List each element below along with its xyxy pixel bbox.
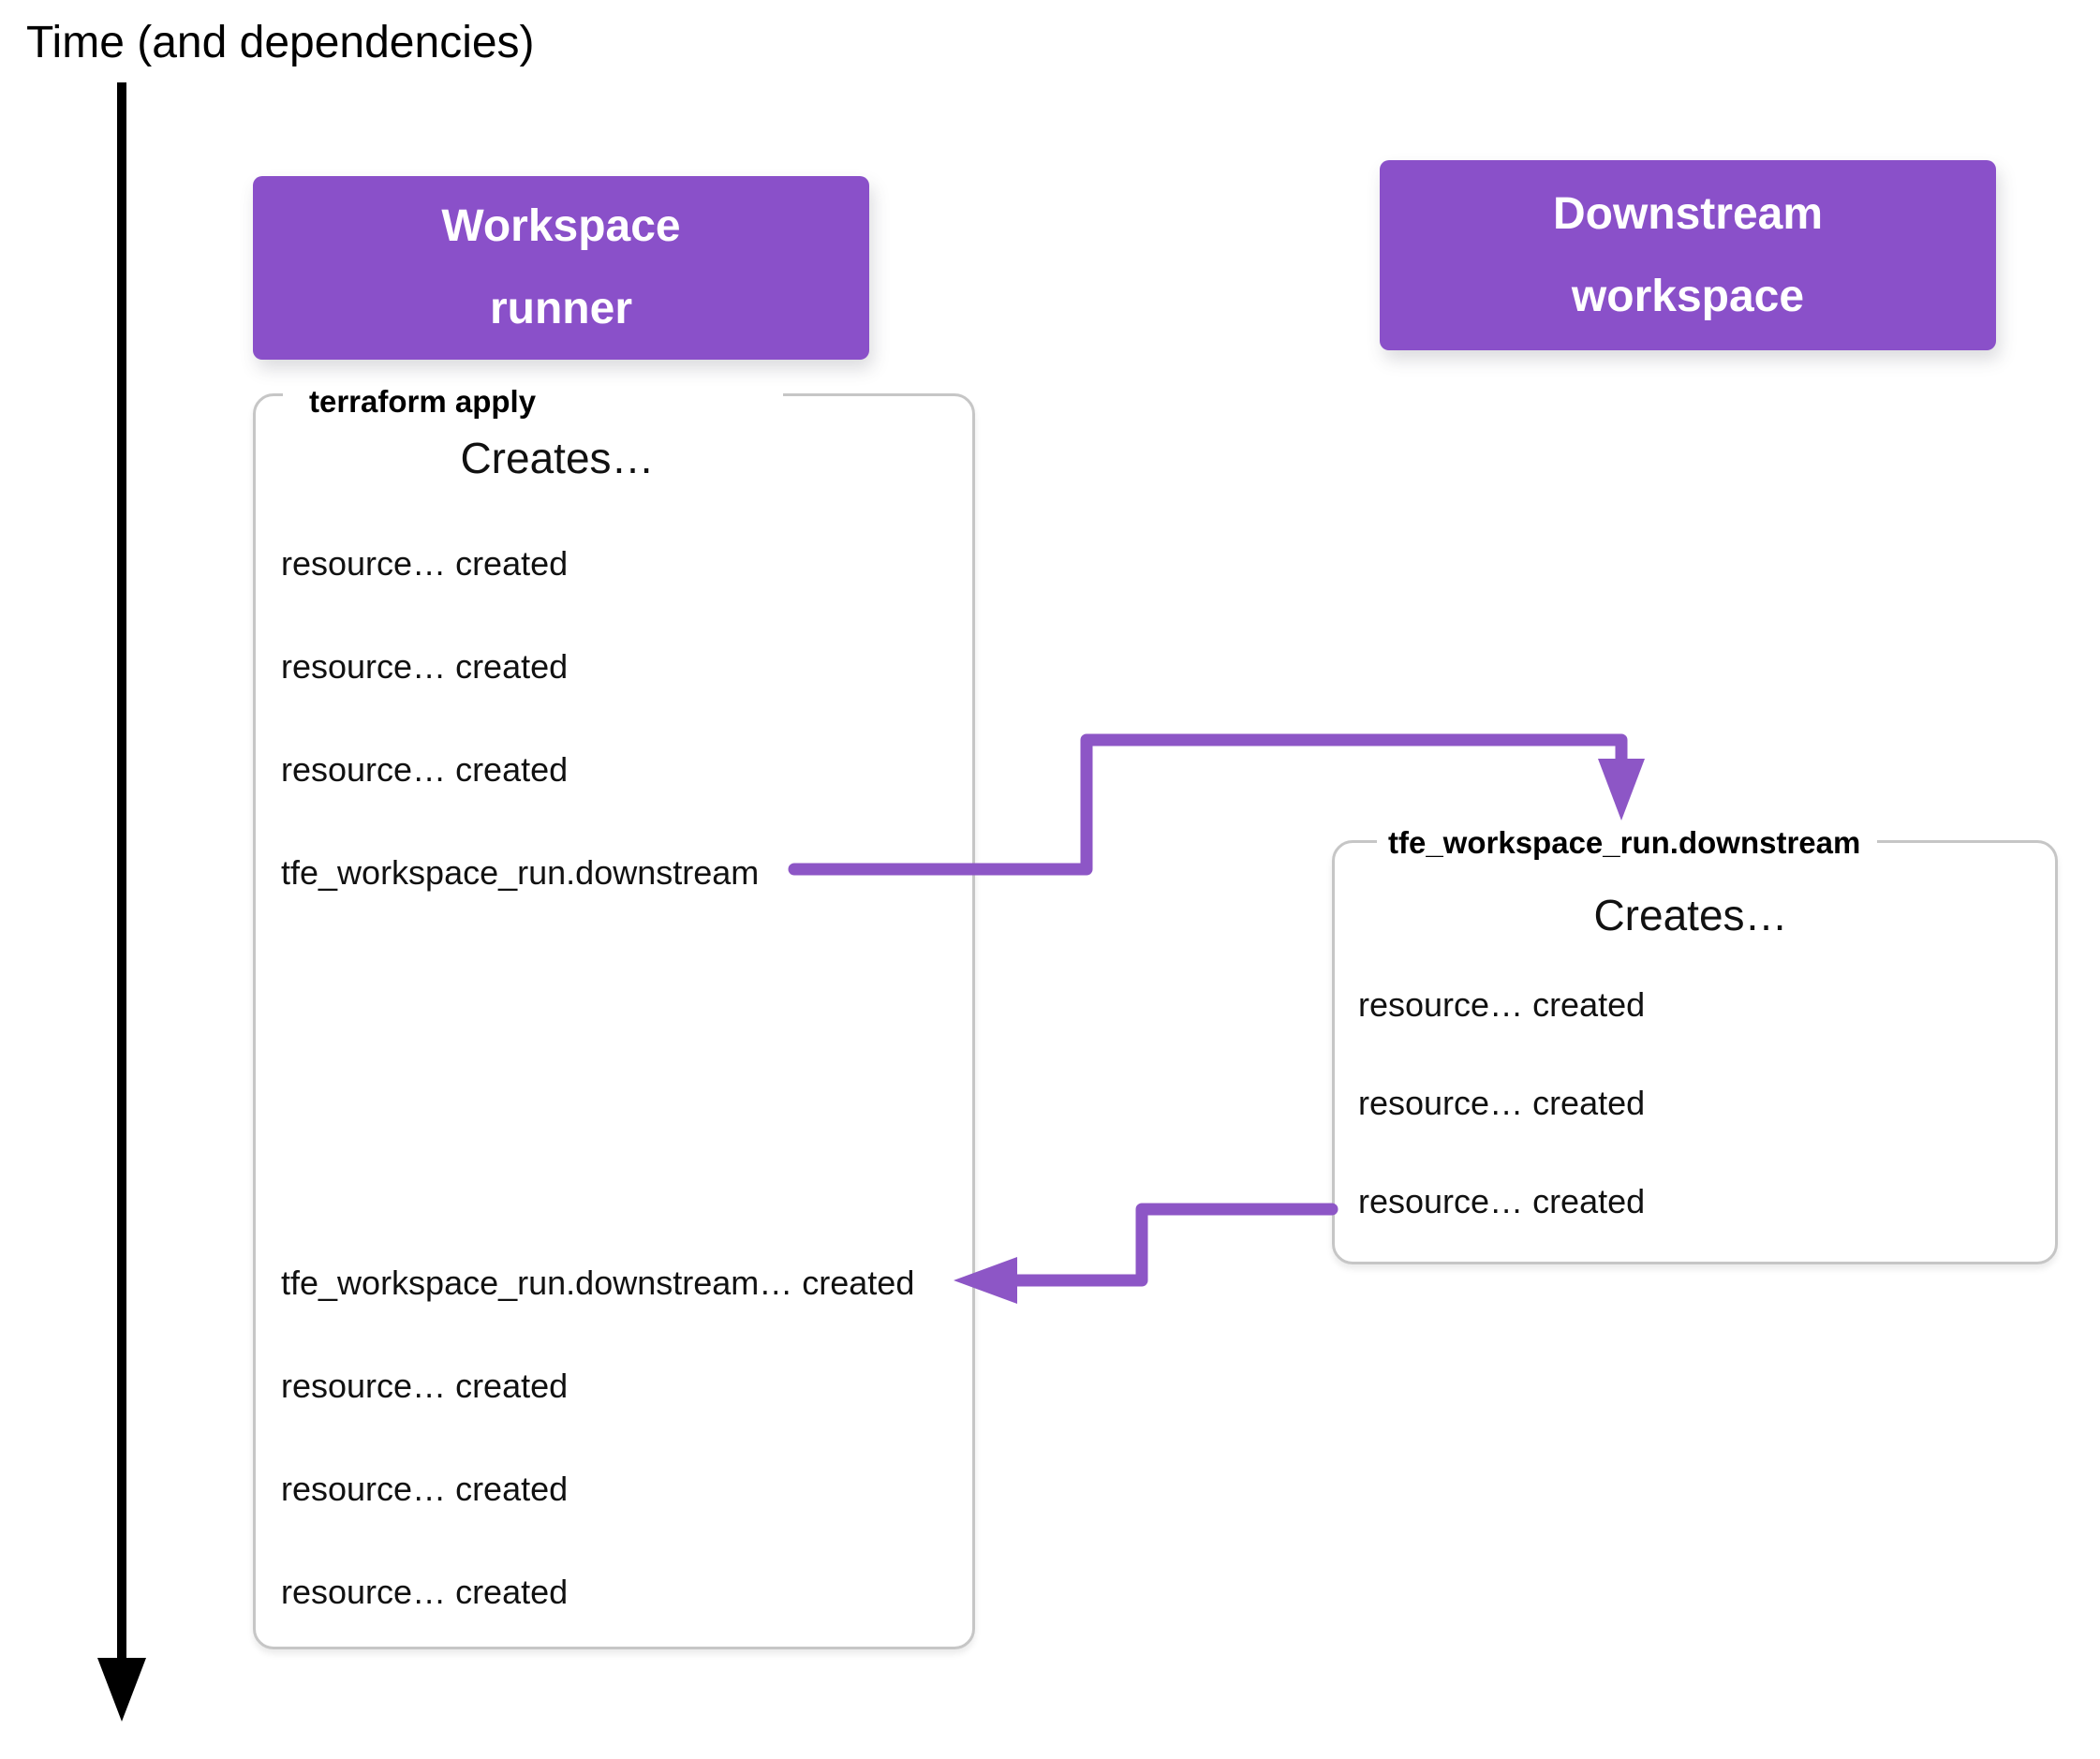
downstream-creates-heading: Creates…: [1593, 891, 1788, 939]
run-trigger-arrowhead-icon: [1598, 759, 1645, 820]
runner-row: resource… created: [281, 647, 569, 686]
downstream-row: resource… created: [1358, 1084, 1646, 1122]
runner-panel-border-gap: [283, 386, 783, 405]
workspace-runner-line1: Workspace: [441, 201, 681, 251]
downstream-workspace-line1: Downstream: [1552, 188, 1824, 239]
downstream-row: resource… created: [1358, 1182, 1646, 1220]
downstream-run-label: tfe_workspace_run.downstream: [1388, 825, 1861, 860]
runner-row: resource… created: [281, 1573, 569, 1611]
page-title: Time (and dependencies): [26, 18, 535, 67]
completion-arrow: [1010, 1203, 1338, 1287]
runner-row: resource… created: [281, 1470, 569, 1508]
runner-row: resource… created: [281, 544, 569, 583]
downstream-workspace-box: Downstream workspace: [1380, 160, 1996, 350]
timeline-arrowhead-icon: [97, 1658, 146, 1722]
runner-row-workspace-run-created: tfe_workspace_run.downstream… created: [281, 1264, 915, 1302]
runner-row-workspace-run: tfe_workspace_run.downstream: [281, 853, 760, 892]
runner-row: resource… created: [281, 750, 569, 789]
downstream-row: resource… created: [1358, 985, 1646, 1024]
downstream-workspace-line2: workspace: [1571, 271, 1805, 321]
workspace-runner-box: Workspace runner: [253, 176, 869, 360]
runner-creates-heading: Creates…: [460, 434, 655, 482]
terraform-apply-label: terraform apply: [309, 384, 537, 419]
workspace-runner-line2: runner: [489, 284, 632, 333]
runner-row: resource… created: [281, 1367, 569, 1405]
terraform-apply-panel: [253, 393, 975, 1649]
downstream-run-panel: [1332, 840, 2058, 1264]
